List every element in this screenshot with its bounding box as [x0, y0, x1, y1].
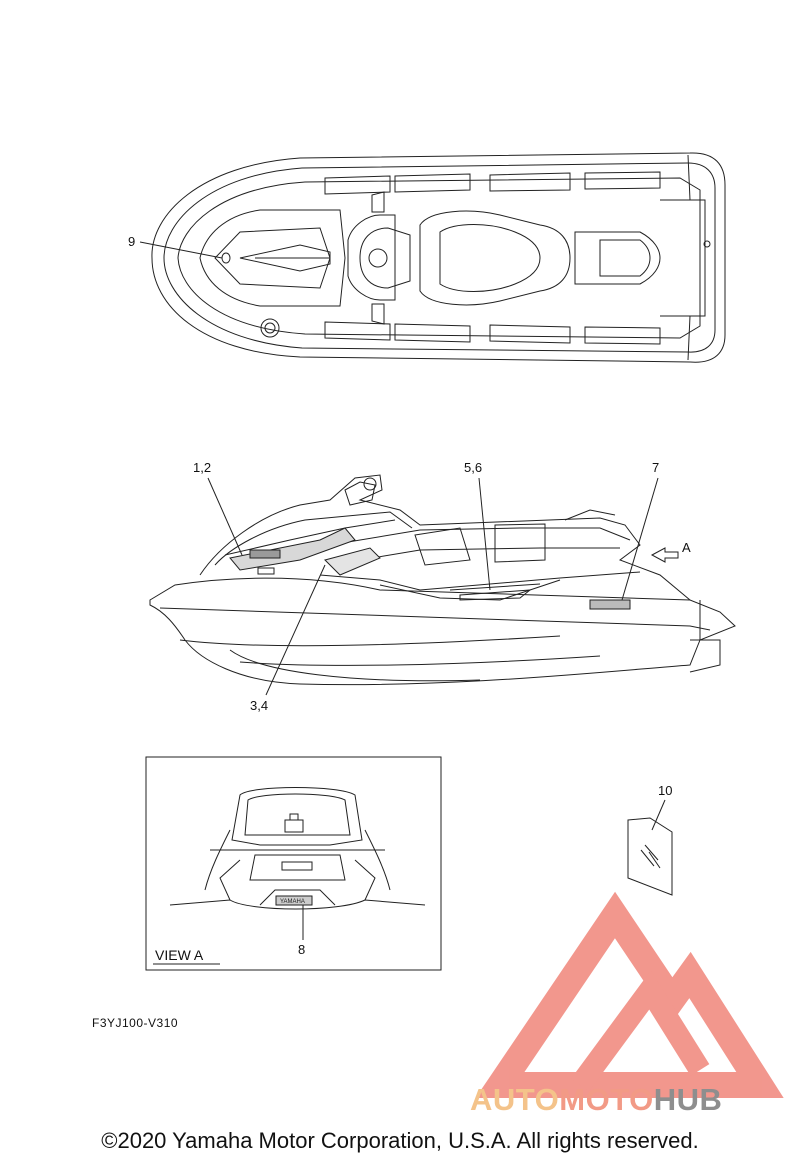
- callout-9-label: 9: [128, 234, 135, 249]
- callout-7: 7: [621, 460, 659, 601]
- top-view-watercraft: [151, 152, 726, 363]
- side-view-watercraft: [149, 474, 736, 686]
- callout-10-label: 10: [658, 783, 672, 798]
- view-a-arrow: A: [650, 540, 691, 563]
- wordmark-part-moto: MOTO: [559, 1082, 654, 1117]
- callout-1-2-label: 1,2: [193, 460, 211, 475]
- view-a-box: YAMAHA 8 VIEW A: [145, 756, 442, 971]
- callout-5-6: 5,6: [464, 460, 491, 591]
- watermark-wordmark: AUTOMOTOHUB: [470, 1082, 722, 1118]
- callout-3-4-label: 3,4: [250, 698, 268, 713]
- wordmark-part-auto: AUTO: [470, 1082, 560, 1117]
- watermark-logo: [475, 891, 784, 1098]
- callout-a-label: A: [682, 540, 691, 555]
- callout-9: 9: [128, 234, 231, 264]
- wordmark-part-hub: HUB: [653, 1082, 723, 1117]
- decal-yamaha-text: YAMAHA: [280, 899, 305, 905]
- callout-7-label: 7: [652, 460, 659, 475]
- callout-8-label: 8: [298, 942, 305, 957]
- diagram-code: F3YJ100-V310: [92, 1016, 179, 1030]
- copyright-text: ©2020 Yamaha Motor Corporation, U.S.A. A…: [101, 1128, 699, 1153]
- callout-1-2: 1,2: [193, 460, 243, 556]
- view-a-label: VIEW A: [155, 947, 204, 963]
- part-10-sheet: 10: [627, 783, 673, 896]
- callout-5-6-label: 5,6: [464, 460, 482, 475]
- callout-8: 8: [298, 905, 305, 957]
- callout-3-4: 3,4: [250, 564, 326, 713]
